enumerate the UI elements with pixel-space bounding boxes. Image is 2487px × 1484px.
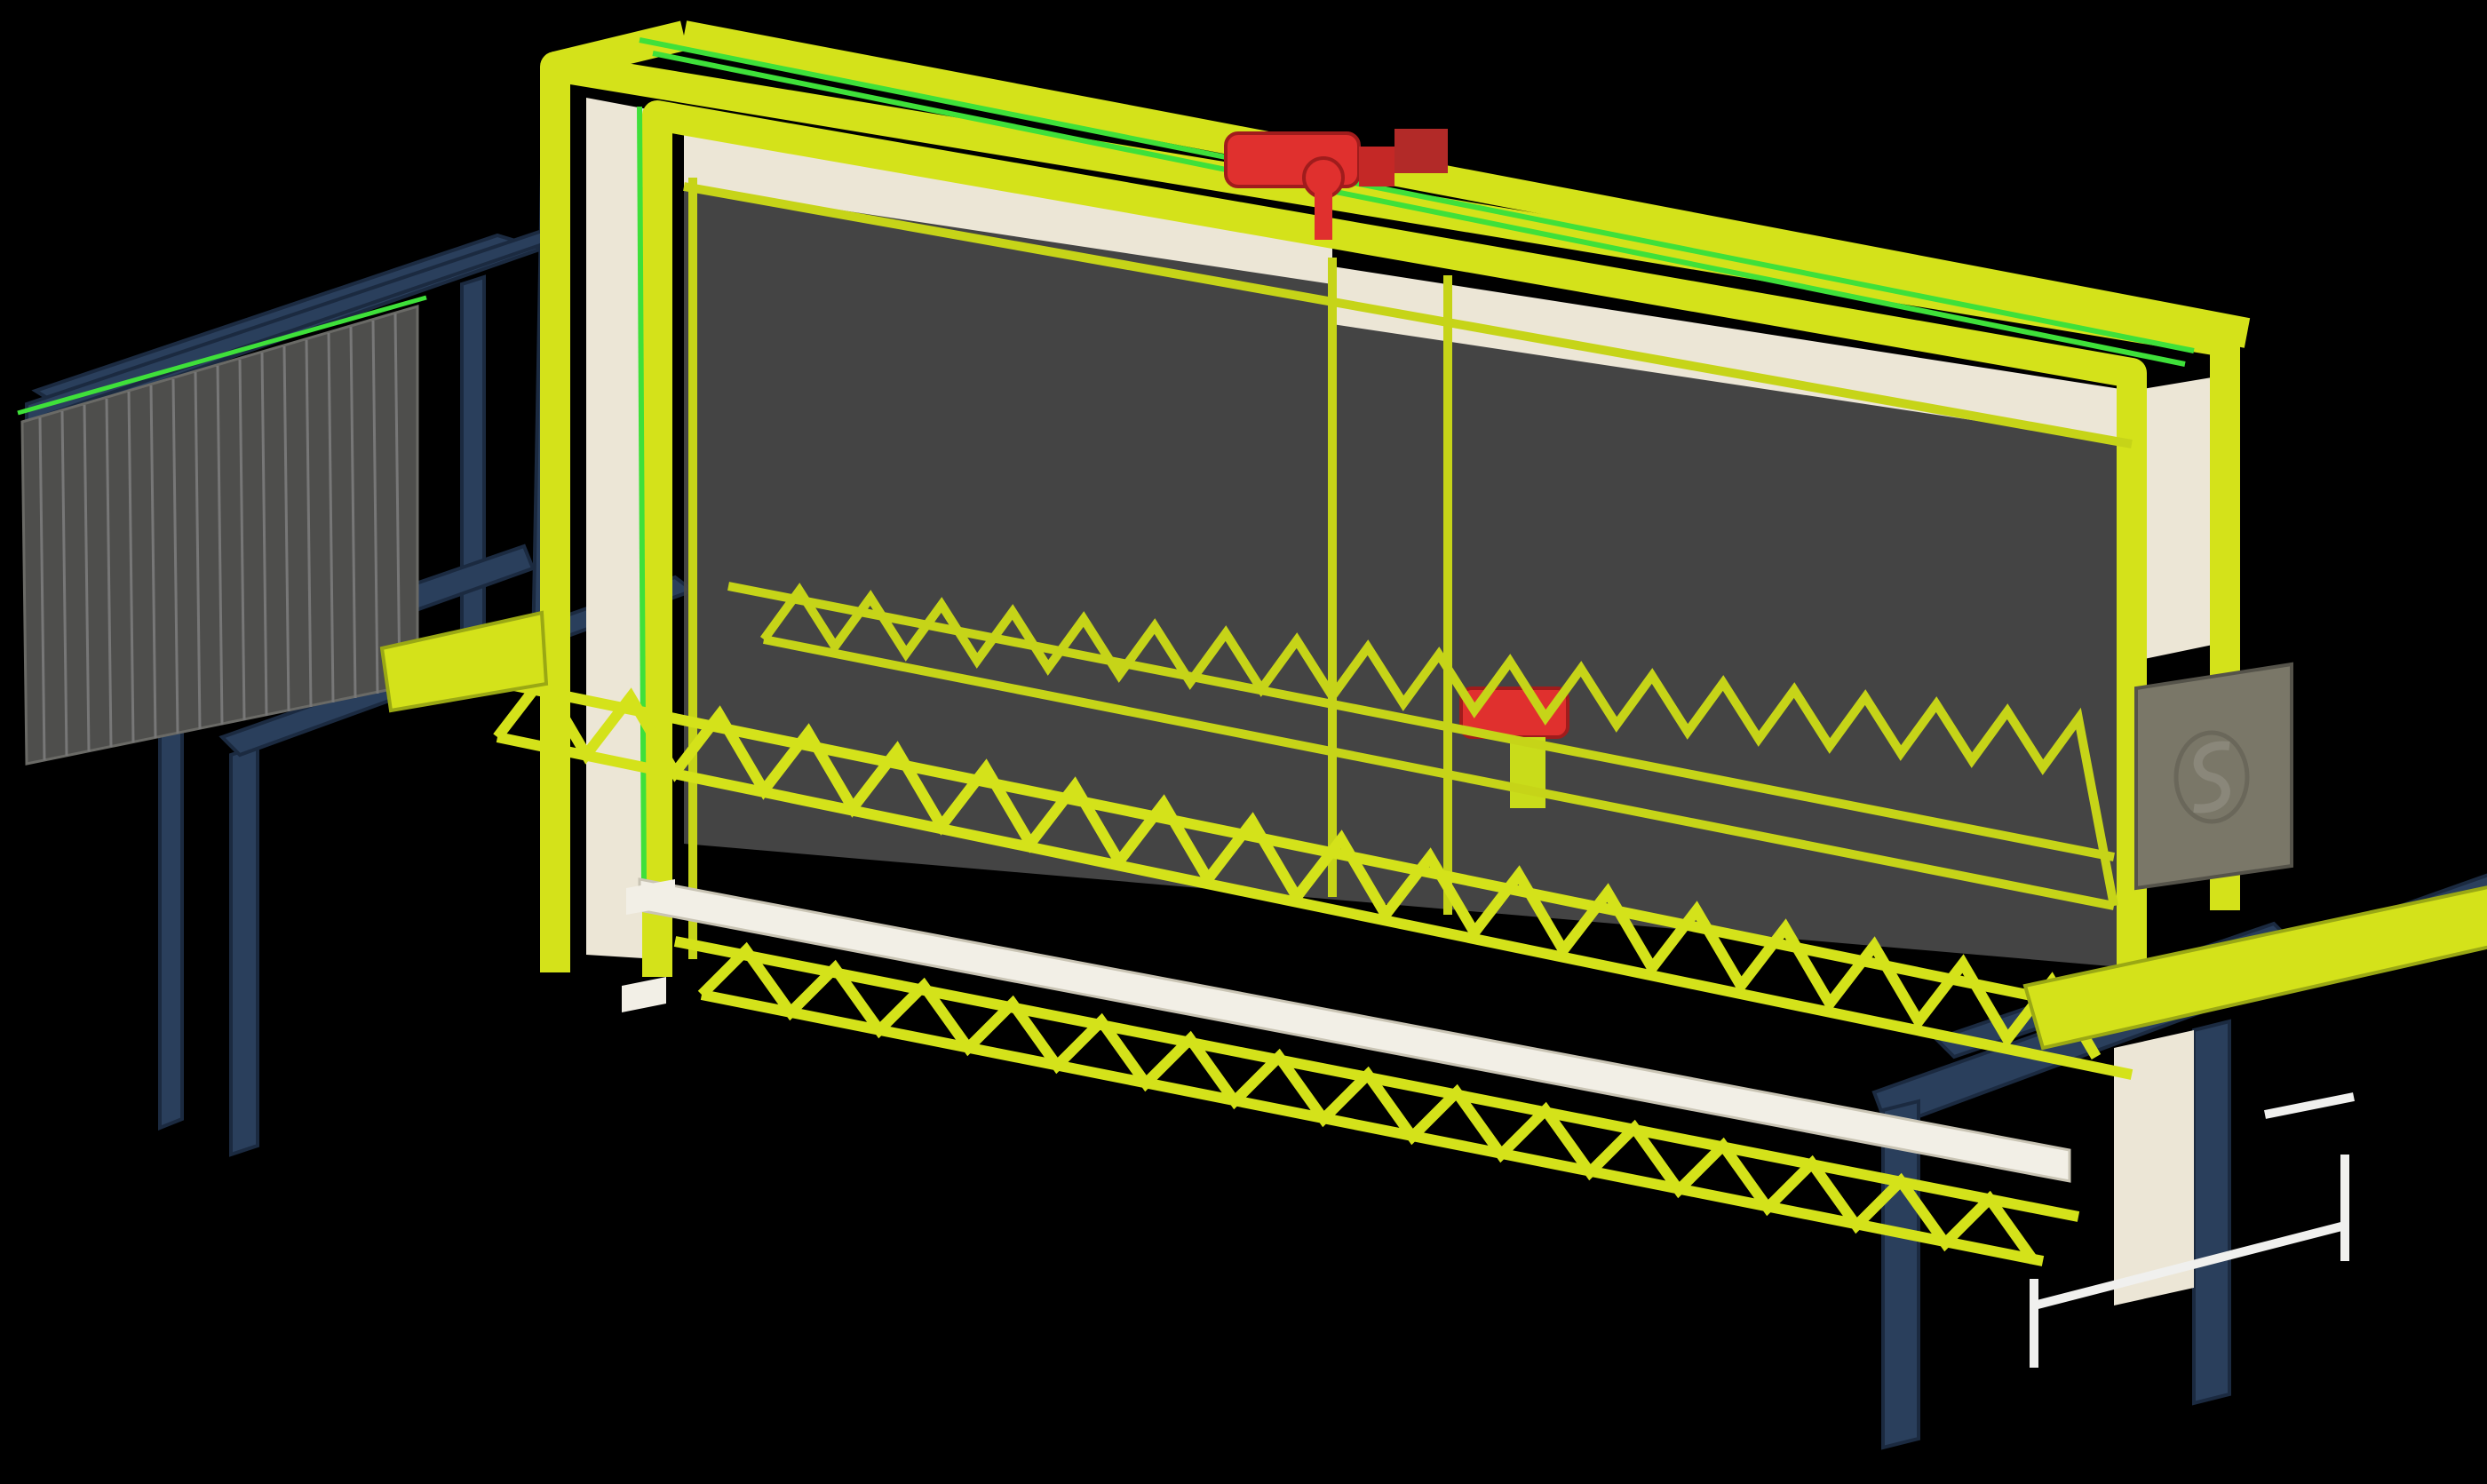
- front-truss: [460, 670, 2133, 1080]
- s-logo-icon: [2173, 730, 2250, 824]
- front-plates: [622, 879, 675, 1012]
- right-white-rail: [2030, 1092, 2355, 1368]
- control-cabinet: [2134, 662, 2293, 891]
- drive-belts: [637, 37, 2195, 889]
- frame-inner-rails: [683, 178, 2133, 959]
- top-hoist-motor: [1224, 129, 1448, 240]
- back-truss: [727, 582, 2118, 910]
- end-crossbeams: [379, 610, 2487, 1051]
- louver-curtain-panel: [17, 295, 427, 766]
